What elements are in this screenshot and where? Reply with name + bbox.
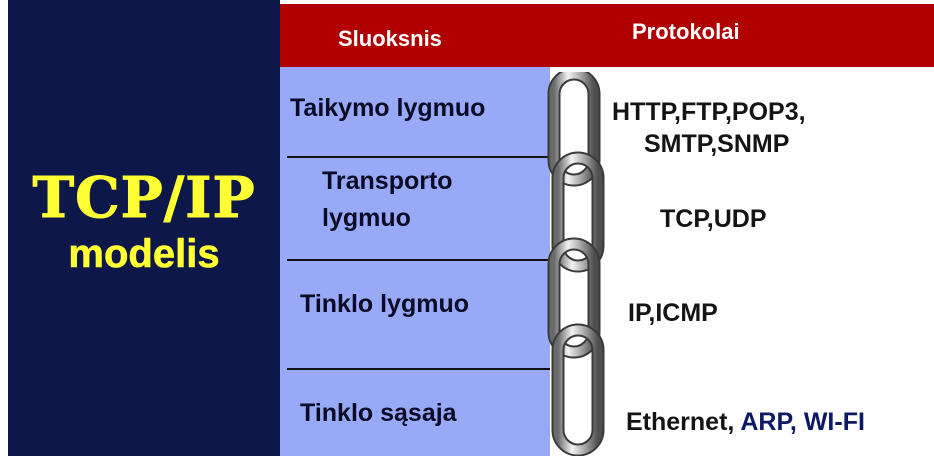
layer-network-interface: Tinklo sąsaja [300, 399, 457, 427]
layers-column-header: Sluoksnis [338, 26, 442, 51]
model-title: TCP/IP [32, 165, 256, 232]
layer-divider [287, 368, 550, 370]
layer-transport-line2: lygmuo [322, 204, 411, 232]
protocols-network-interface: Ethernet, ARP, WI-FI [626, 406, 865, 438]
model-panel: TCP/IP modelis [8, 0, 280, 456]
protocols-application-line2: SMTP,SNMP [644, 130, 790, 158]
protocols-transport: TCP,UDP [660, 205, 767, 233]
layer-divider [287, 259, 550, 261]
model-subtitle: modelis [68, 232, 220, 277]
protocols-column-header: Protokolai [632, 19, 740, 44]
layer-application: Taikymo lygmuo [290, 94, 486, 122]
protocols-application: HTTP,FTP,POP3, [612, 98, 806, 126]
protocol-arp-wifi: ARP, WI-FI [740, 408, 865, 436]
layer-divider [287, 156, 550, 158]
layer-internet: Tinklo lygmuo [300, 290, 469, 318]
layer-transport: Transporto [322, 167, 453, 195]
protocols-internet: IP,ICMP [628, 299, 718, 327]
protocol-ethernet: Ethernet, [626, 408, 741, 436]
chain-icon [547, 72, 605, 456]
layers-column [280, 67, 550, 456]
table-header [280, 4, 934, 67]
